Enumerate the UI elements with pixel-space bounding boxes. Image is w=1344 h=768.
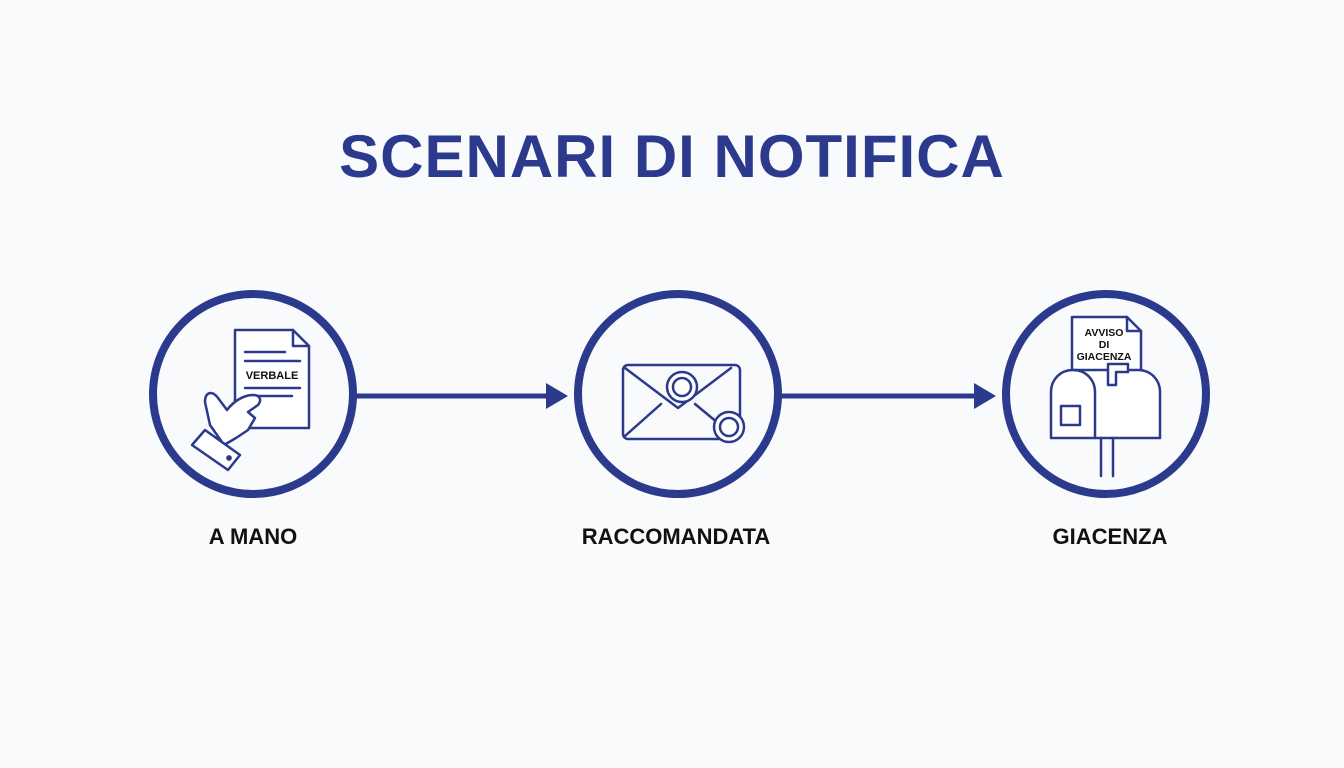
- step-label-a-mano: A MANO: [208, 524, 298, 549]
- arrow-icon: [354, 383, 568, 409]
- envelope-with-seals-icon: [621, 363, 746, 444]
- notice-label-line2: DI: [1099, 339, 1110, 351]
- step-label-giacenza: GIACENZA: [1052, 524, 1168, 549]
- step-label-raccomandata: RACCOMANDATA: [581, 524, 771, 549]
- step-circle-raccomandata: [574, 290, 782, 498]
- notice-label-line1: AVVISO: [1085, 327, 1124, 339]
- arrow-icon: [779, 383, 996, 409]
- notice-label-line3: GIACENZA: [1077, 351, 1132, 363]
- step-circle-a-mano: [149, 290, 357, 498]
- step-circle-giacenza: [1002, 290, 1210, 498]
- page-title: SCENARI DI NOTIFICA: [339, 123, 1005, 190]
- mailbox-with-notice-icon: [1049, 315, 1162, 478]
- hand-holding-document-icon: [190, 328, 311, 472]
- document-label: VERBALE: [246, 370, 299, 382]
